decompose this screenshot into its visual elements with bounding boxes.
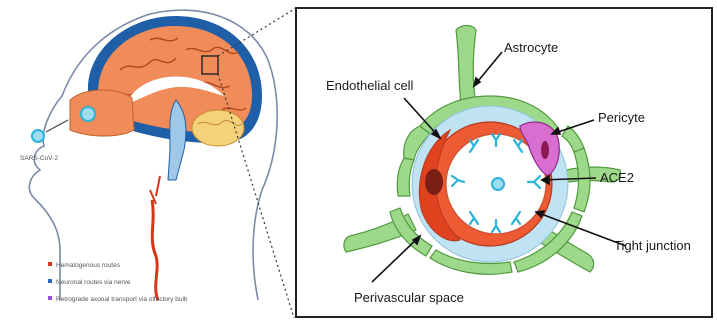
label-astrocyte: Astrocyte bbox=[504, 40, 558, 55]
legend-item-hematogenous: Hematogenous routes bbox=[56, 262, 121, 269]
endothelial-nucleus bbox=[425, 169, 443, 195]
olfactory-virus-marker bbox=[81, 107, 95, 121]
legend-item-retrograde: Retrograde axonal transport via olfactor… bbox=[56, 296, 188, 303]
legend-marker-purple bbox=[48, 296, 52, 300]
legend-marker-blue bbox=[48, 279, 52, 283]
label-perivascular-space: Perivascular space bbox=[354, 290, 464, 305]
cerebellum bbox=[192, 110, 244, 146]
lumen-virus-icon bbox=[492, 178, 504, 190]
label-tight-junction: Tight junction bbox=[614, 238, 691, 253]
label-pericyte: Pericyte bbox=[598, 110, 645, 125]
head-panel: SARS-CoV-2 Hematogenous routes Neuronal … bbox=[20, 10, 277, 303]
nasal-cavity bbox=[70, 90, 134, 136]
legend-item-neuronal: Neuronal routes via nerve bbox=[56, 279, 131, 286]
label-endothelial-cell: Endothelial cell bbox=[326, 78, 414, 93]
legend-marker-red bbox=[48, 262, 52, 266]
virus-label: SARS-CoV-2 bbox=[20, 155, 58, 162]
label-ace2: ACE2 bbox=[600, 170, 634, 185]
sars-cov-2-icon bbox=[32, 130, 44, 142]
